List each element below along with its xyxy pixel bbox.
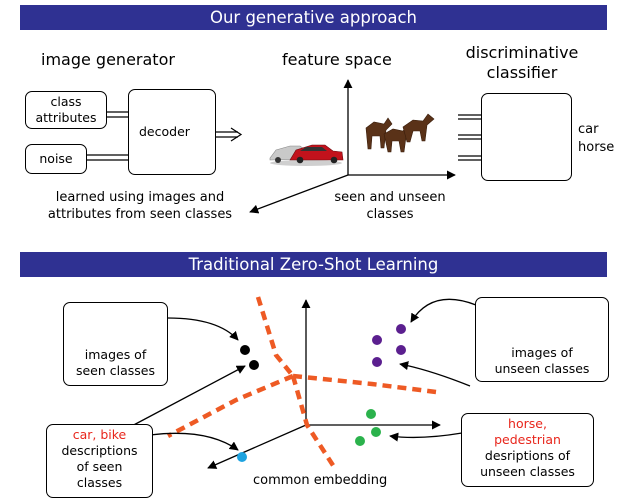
embedding-point <box>237 452 247 462</box>
unseen-classes-name2: pedestrian <box>494 432 561 447</box>
banner-traditional-zsl: Traditional Zero-Shot Learning <box>20 252 607 277</box>
seen-descriptions-line1: descriptions <box>61 443 138 458</box>
unseen-descriptions-line1: desriptions of <box>484 448 571 463</box>
mapping-arrows <box>127 298 477 451</box>
images-unseen-box: images of unseen classes <box>475 297 609 382</box>
seen-unseen-caption-line2: classes <box>366 207 414 222</box>
class-attributes-box: class attributes <box>25 91 107 129</box>
images-seen-line2: seen classes <box>75 363 156 378</box>
car-image <box>269 144 344 166</box>
embedding-axes <box>207 299 441 469</box>
horses-image <box>365 113 435 153</box>
unseen-descriptions-line2: unseen classes <box>480 464 575 479</box>
decoder-label: decoder <box>139 124 190 139</box>
seen-unseen-caption-line1: seen and unseen <box>334 190 446 205</box>
learned-caption-line2: attributes from seen classes <box>47 207 233 222</box>
unseen-classes-name1: horse, <box>508 416 547 431</box>
class-separators <box>166 296 437 472</box>
images-seen-line1: images of <box>84 347 147 362</box>
seen-points <box>240 345 259 370</box>
seen-descriptions-line2: of seen <box>76 459 123 474</box>
banner-generative-approach: Our generative approach <box>20 5 607 30</box>
class-attributes-line1: class <box>50 94 82 109</box>
images-unseen-line1: images of <box>511 345 573 360</box>
decoder-box: decoder <box>128 89 216 175</box>
discriminative-label: discriminative <box>465 43 579 62</box>
classifier-box <box>481 93 572 181</box>
green-points <box>355 409 381 446</box>
image-generator-label: image generator <box>41 50 175 69</box>
images-seen-box: images of seen classes <box>63 302 168 386</box>
images-unseen-line2: unseen classes <box>494 361 590 376</box>
common-embedding-label: common embedding <box>253 473 388 488</box>
feature-space-label: feature space <box>282 50 392 69</box>
car-class-label: car <box>578 122 599 137</box>
seen-classes-names: car, bike <box>72 427 127 442</box>
learned-caption-line1: learned using images and <box>55 190 225 205</box>
class-attributes-line2: attributes <box>35 110 97 125</box>
unseen-descriptions-box: horse, pedestrian desriptions of unseen … <box>461 413 594 487</box>
classifier-label: classifier <box>486 63 558 82</box>
feature-space-axes <box>249 79 456 214</box>
noise-label: noise <box>39 151 73 166</box>
seen-descriptions-line3: classes <box>76 475 123 490</box>
unseen-points <box>372 324 406 367</box>
seen-descriptions-box: car, bike descriptions of seen classes <box>46 424 153 498</box>
noise-box: noise <box>25 144 87 174</box>
horse-class-label: horse <box>578 140 615 155</box>
